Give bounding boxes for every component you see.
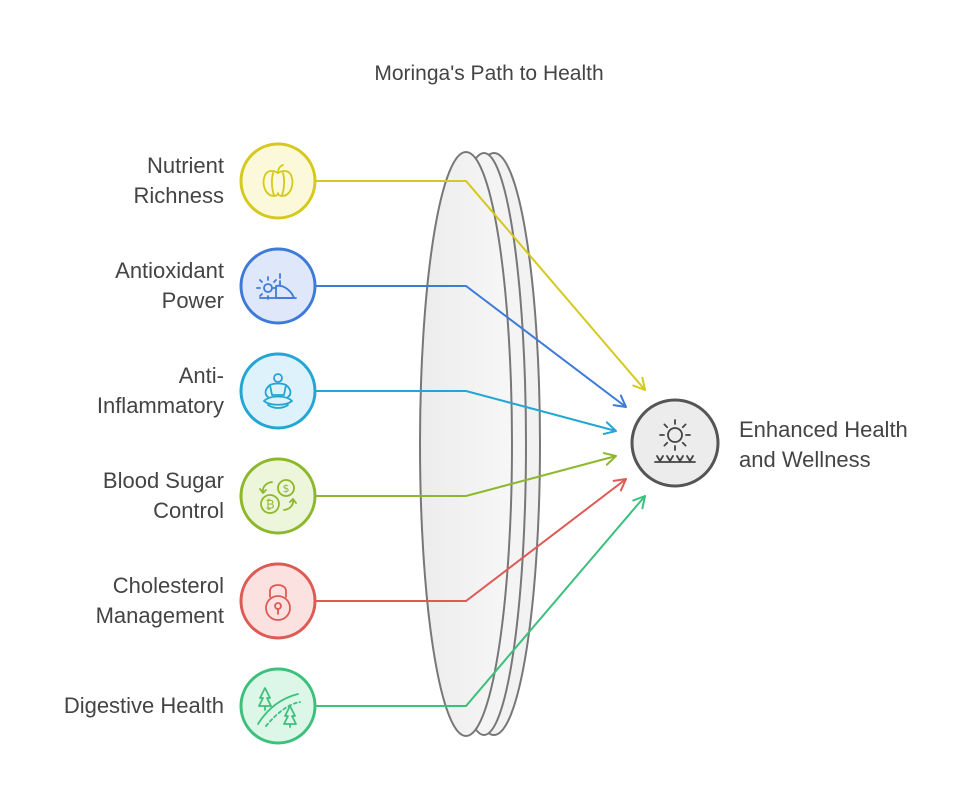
source-node-circle	[239, 142, 317, 220]
source-label: Digestive Health	[4, 691, 224, 721]
source-label-line: Blood Sugar	[102, 468, 224, 493]
source-label-line: Nutrient	[146, 153, 224, 178]
svg-text:₿: ₿	[266, 498, 275, 512]
target-label-line-1: Enhanced Health	[739, 417, 908, 442]
source-label: Anti- Inflammatory	[4, 361, 224, 421]
connector-arrow	[315, 455, 617, 497]
source-label-line: Power	[161, 288, 224, 313]
padlock-icon	[265, 584, 291, 621]
currency-exchange-icon: $₿	[259, 479, 297, 514]
source-label-line: Anti-	[178, 363, 224, 388]
source-node	[239, 562, 317, 640]
connector-arrow	[315, 495, 646, 707]
arrowhead	[612, 478, 627, 492]
forest-road-icon	[257, 687, 301, 728]
diagram-title: Moringa's Path to Health	[374, 62, 604, 85]
source-node	[239, 142, 317, 220]
source-node-circle	[239, 352, 317, 430]
arrowhead	[602, 421, 617, 435]
source-label-line: Cholesterol	[112, 573, 224, 598]
source-label-line: Antioxidant	[115, 258, 224, 283]
lens-shape	[419, 151, 541, 737]
source-node	[239, 352, 317, 430]
source-node: $₿	[239, 457, 317, 535]
svg-text:$: $	[283, 482, 290, 495]
source-label-line: Management	[95, 603, 224, 628]
connector-arrow	[315, 285, 627, 408]
target-node	[630, 398, 720, 488]
pepper-icon	[262, 164, 294, 197]
source-node-circle	[239, 667, 317, 745]
source-label-line: Control	[153, 498, 224, 523]
source-label-line: Richness	[133, 183, 224, 208]
arrowhead	[612, 394, 627, 408]
source-label-line: Inflammatory	[96, 393, 224, 418]
source-node-circle	[239, 457, 317, 535]
meditation-icon	[263, 373, 293, 409]
target-label: Enhanced Health and Wellness	[739, 415, 969, 475]
source-node-circle	[239, 562, 317, 640]
arrowhead	[632, 376, 646, 391]
connector-arrow	[315, 390, 617, 432]
sunrise-icon	[256, 273, 297, 300]
target-node-circle	[630, 398, 720, 488]
sun-grass-icon	[654, 419, 696, 463]
source-node	[239, 247, 317, 325]
source-node	[239, 667, 317, 745]
connector-arrow	[315, 478, 627, 602]
connector-arrow	[315, 180, 646, 391]
target-label-line-2: and Wellness	[739, 447, 871, 472]
arrowhead	[632, 495, 646, 510]
arrowhead	[602, 452, 617, 466]
source-label-line: Digestive Health	[63, 693, 224, 718]
